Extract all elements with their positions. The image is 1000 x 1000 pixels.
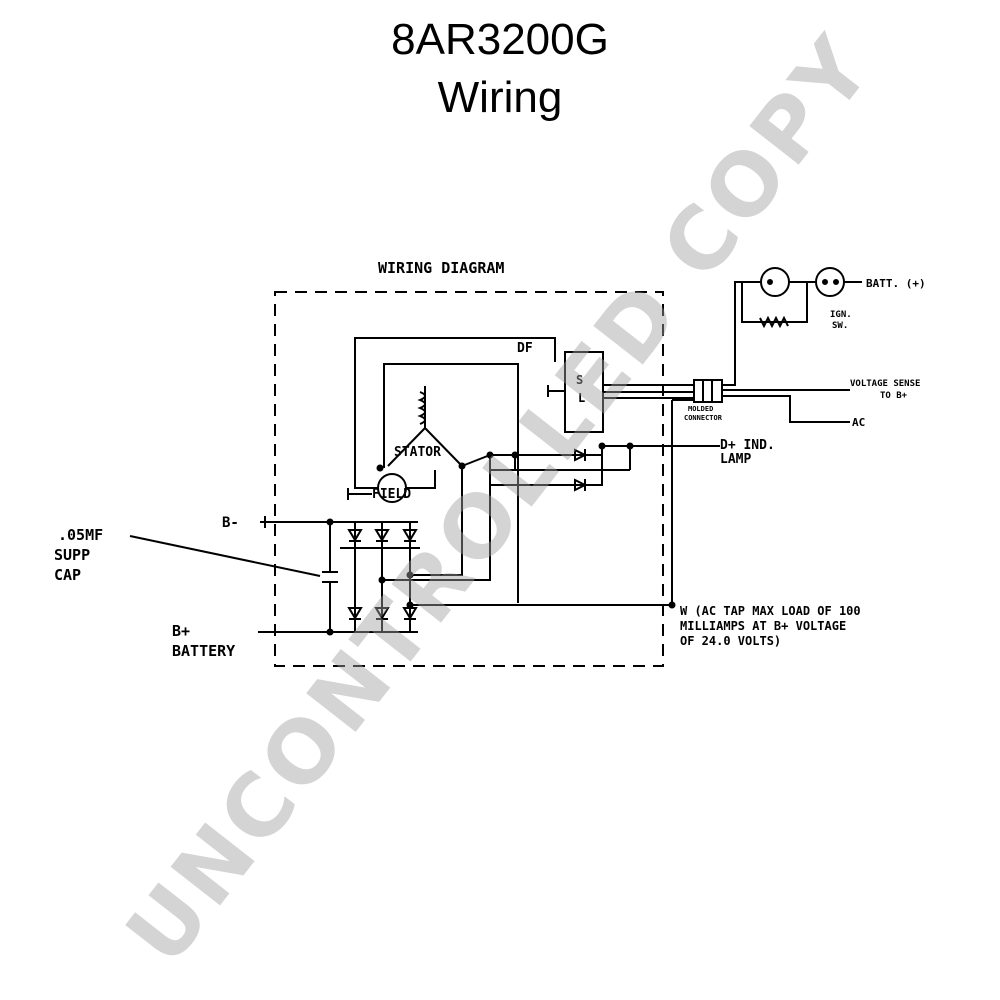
df-wire (354, 337, 556, 470)
d-plus-label-1: D+ IND. (720, 438, 775, 453)
ac-label: AC (852, 416, 865, 429)
phase-lead-1 (410, 466, 463, 576)
w-tap-label-1: W (AC TAP MAX LOAD OF 100 (680, 604, 861, 618)
regulator-mark-l: L (578, 391, 585, 405)
phase-lead-2 (382, 455, 491, 581)
model-title: 8AR3200G (391, 15, 609, 64)
b-minus-label: B- (222, 515, 239, 531)
ac-wire (722, 395, 850, 423)
stator-coil (417, 391, 426, 425)
batt-plus-label: BATT. (+) (866, 277, 926, 290)
connector-label-1: MOLDED (688, 405, 713, 413)
voltage-sense-label-1: VOLTAGE SENSE (850, 379, 920, 389)
ind-lamp (760, 267, 790, 297)
ign-sw-label-1: IGN. (830, 310, 852, 320)
df-label: DF (517, 341, 533, 356)
voltage-sense-label-2: TO B+ (880, 391, 908, 401)
battery-label: BATTERY (172, 642, 235, 660)
ign-sw-label-2: SW. (832, 321, 848, 331)
cap-leader (129, 535, 321, 577)
supp-cap-label-1: .05MF (58, 526, 103, 544)
regulator-mark-s: S (576, 373, 583, 387)
field-label: FIELD (372, 487, 411, 502)
ign-switch (815, 267, 845, 297)
supp-cap-label-2: SUPP (54, 546, 90, 564)
d-plus-label-2: LAMP (720, 452, 751, 467)
stator-label: STATOR (394, 445, 441, 460)
page-subtitle: Wiring (437, 73, 563, 122)
regulator-ground (547, 385, 565, 397)
b-plus-label: B+ (172, 622, 190, 640)
w-tap-label-3: OF 24.0 VOLTS) (680, 634, 781, 648)
diagram-heading: WIRING DIAGRAM (378, 259, 504, 277)
field-ground (347, 488, 372, 500)
alternator-housing (274, 291, 664, 667)
w-tap-label-2: MILLIAMPS AT B+ VOLTAGE (680, 619, 846, 633)
field-wire (383, 363, 519, 603)
molded-connector (693, 379, 723, 403)
supp-cap-label-3: CAP (54, 566, 81, 584)
connector-label-2: CONNECTOR (684, 414, 723, 422)
